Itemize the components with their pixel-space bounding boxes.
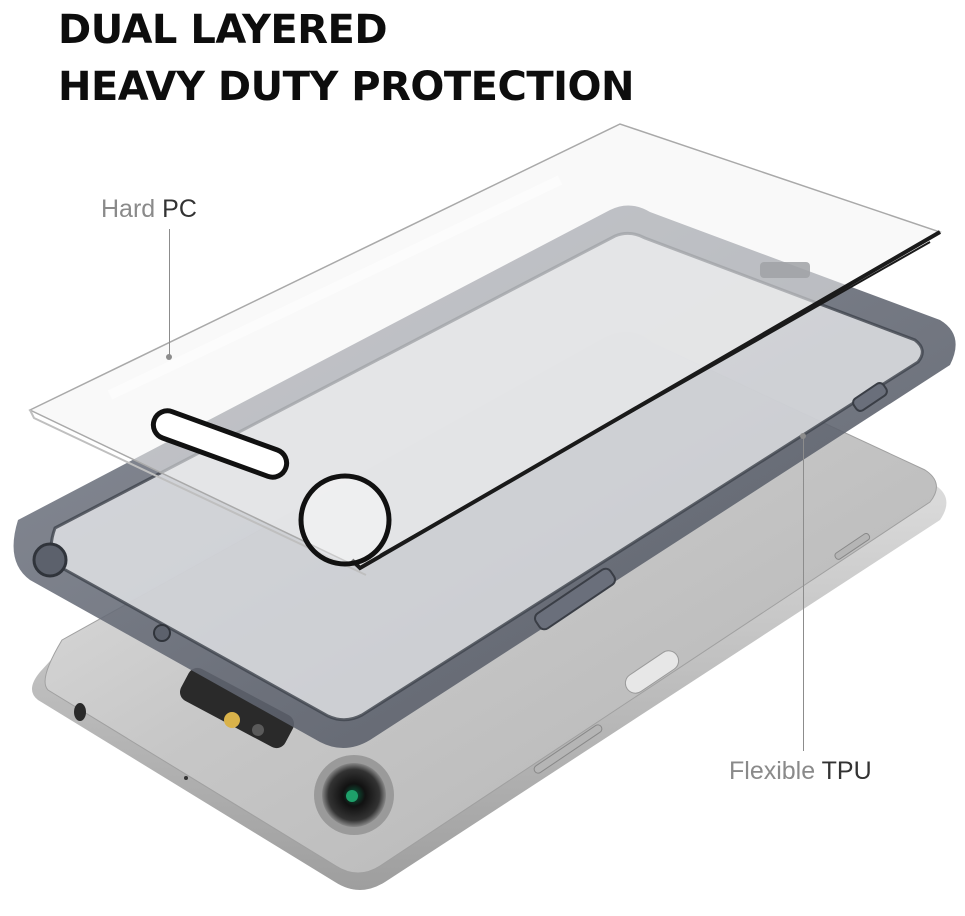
callout-flexible-tpu: Flexible TPU xyxy=(729,756,872,786)
callout-dot-pc xyxy=(166,354,172,360)
bumper-mic-cutout xyxy=(153,624,171,642)
pc-plate xyxy=(28,123,942,576)
bumper-button-cover xyxy=(533,567,617,631)
pc-plate-edge-inner xyxy=(379,241,931,556)
pc-camera-cutout xyxy=(298,473,392,567)
callout-hard-pc: Hard PC xyxy=(101,194,197,224)
camera-lens-glint xyxy=(346,790,358,802)
headline-line-2: HEAVY DUTY PROTECTION xyxy=(58,64,634,110)
headline: DUAL LAYERED HEAVY DUTY PROTECTION xyxy=(58,2,634,116)
callout-dot-tpu xyxy=(800,433,806,439)
flash-led xyxy=(224,712,240,728)
callout-line-tpu xyxy=(803,437,804,751)
headline-line-1: DUAL LAYERED xyxy=(58,7,388,53)
callout-pc-emphasis: PC xyxy=(162,195,197,223)
side-key xyxy=(834,532,871,560)
callout-tpu-prefix: Flexible xyxy=(729,757,822,785)
sensor-dot xyxy=(252,724,264,736)
flash-strip xyxy=(179,667,295,749)
pc-shine xyxy=(107,175,563,400)
bumper-key-cover xyxy=(852,382,888,412)
pc-plate-left-edge xyxy=(29,409,367,576)
mic-hole xyxy=(184,776,188,780)
power-button xyxy=(624,650,680,694)
pc-flash-cutout xyxy=(150,408,290,480)
bumper-jack-cutout xyxy=(32,542,68,578)
callout-line-pc xyxy=(169,229,170,355)
callout-tpu-emphasis: TPU xyxy=(821,757,872,785)
callout-pc-prefix: Hard xyxy=(101,195,163,223)
headphone-jack xyxy=(74,703,86,721)
volume-button xyxy=(533,724,603,774)
